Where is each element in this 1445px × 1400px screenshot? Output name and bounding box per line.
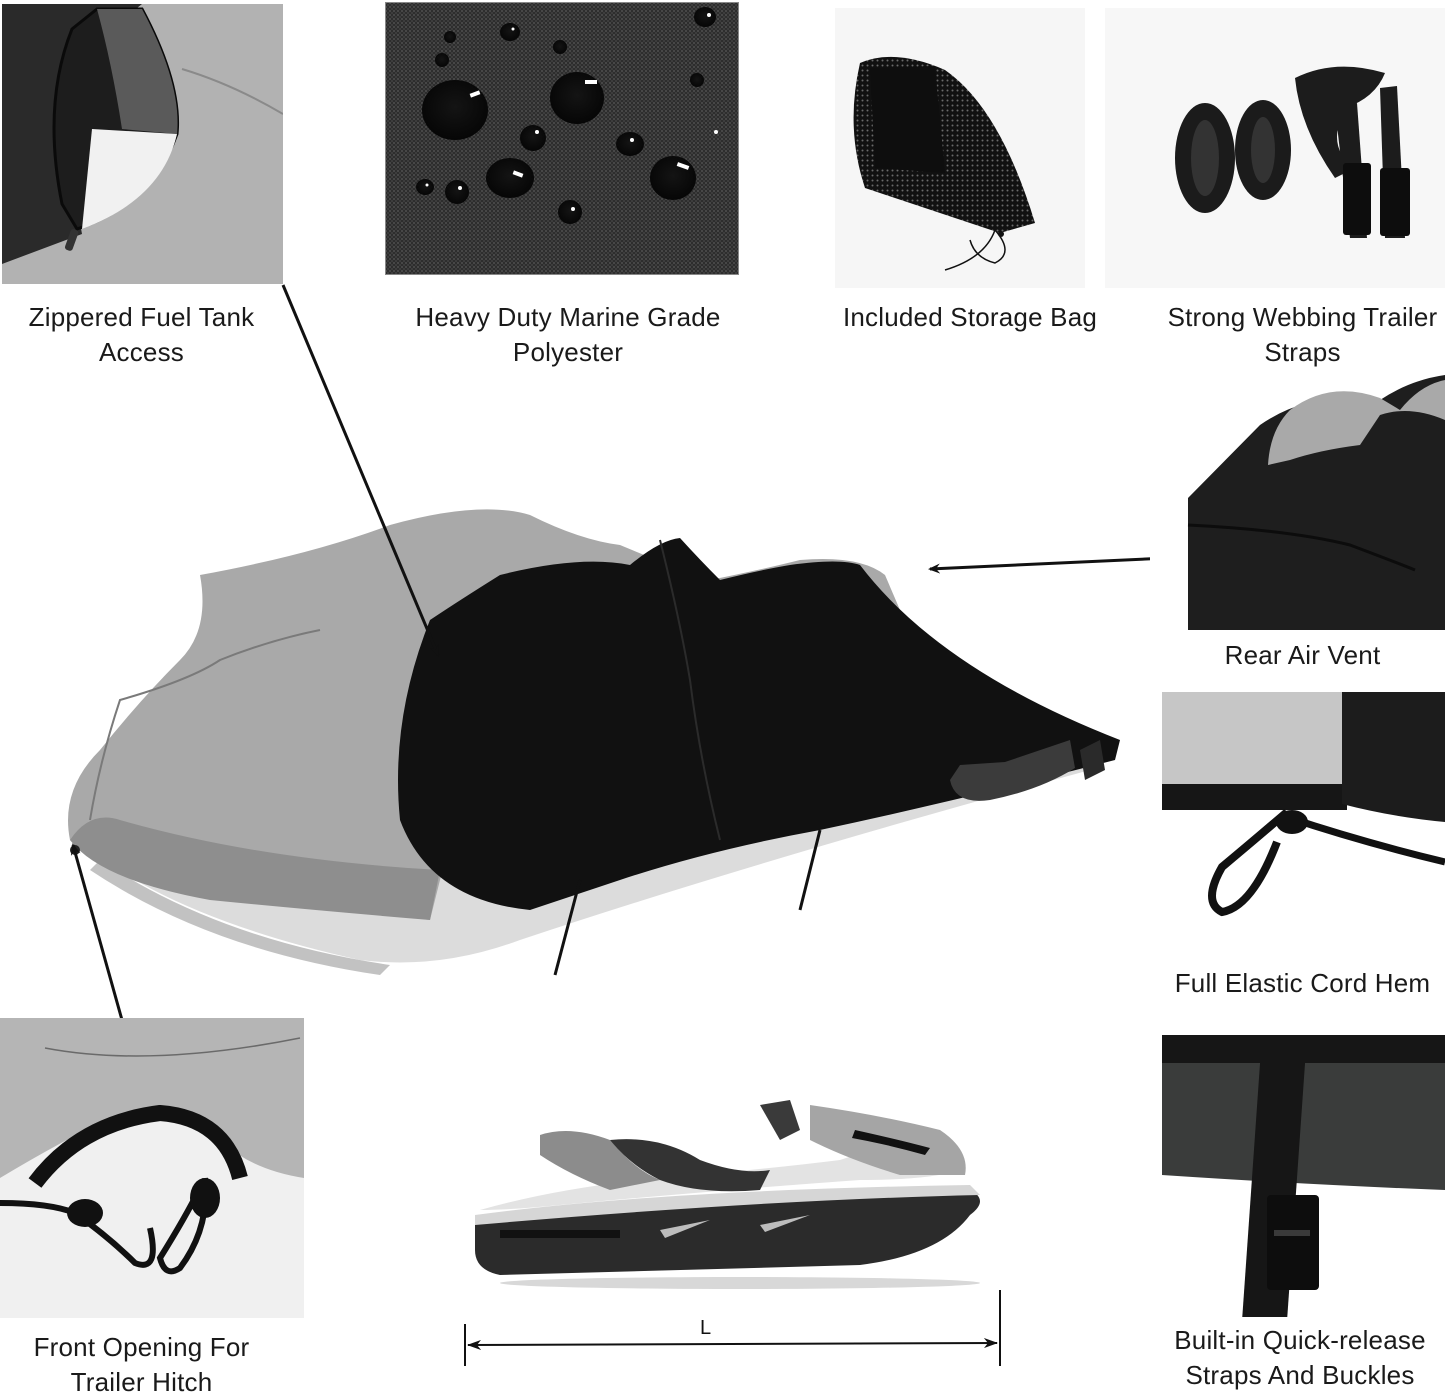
length-label: L bbox=[700, 1317, 712, 1339]
caption-storage-bag: Included Storage Bag bbox=[842, 302, 1098, 332]
trailer-hitch-opening-photo bbox=[0, 1018, 304, 1318]
elastic-cord-hem-photo bbox=[1162, 692, 1445, 922]
caption-quick-release-buckles: Built-in Quick-release Straps And Buckle… bbox=[1174, 1325, 1426, 1390]
caption-zipper: Zippered Fuel Tank Access bbox=[28, 302, 255, 367]
caption-trailer-straps: Strong Webbing Trailer Straps bbox=[1167, 302, 1438, 367]
covered-jetski-main-photo bbox=[60, 500, 1140, 980]
caption-elastic-cord-hem: Full Elastic Cord Hem bbox=[1174, 968, 1431, 998]
trailer-straps-photo bbox=[1105, 8, 1445, 288]
zipper-access-photo bbox=[2, 4, 283, 284]
jetski-side-view-photo bbox=[460, 1080, 1010, 1295]
storage-bag-photo bbox=[835, 8, 1085, 288]
length-dimension-line bbox=[464, 1290, 1001, 1366]
marine-polyester-photo bbox=[385, 2, 739, 275]
hitch-arrow bbox=[70, 843, 124, 1021]
rear-air-vent-photo bbox=[1150, 370, 1445, 630]
caption-fabric: Heavy Duty Marine Grade Polyester bbox=[415, 302, 721, 367]
zipper-arrow bbox=[281, 284, 440, 657]
quick-release-buckles-photo bbox=[1162, 1035, 1445, 1317]
caption-rear-air-vent: Rear Air Vent bbox=[1224, 640, 1381, 670]
caption-trailer-hitch: Front Opening For Trailer Hitch bbox=[33, 1332, 250, 1397]
